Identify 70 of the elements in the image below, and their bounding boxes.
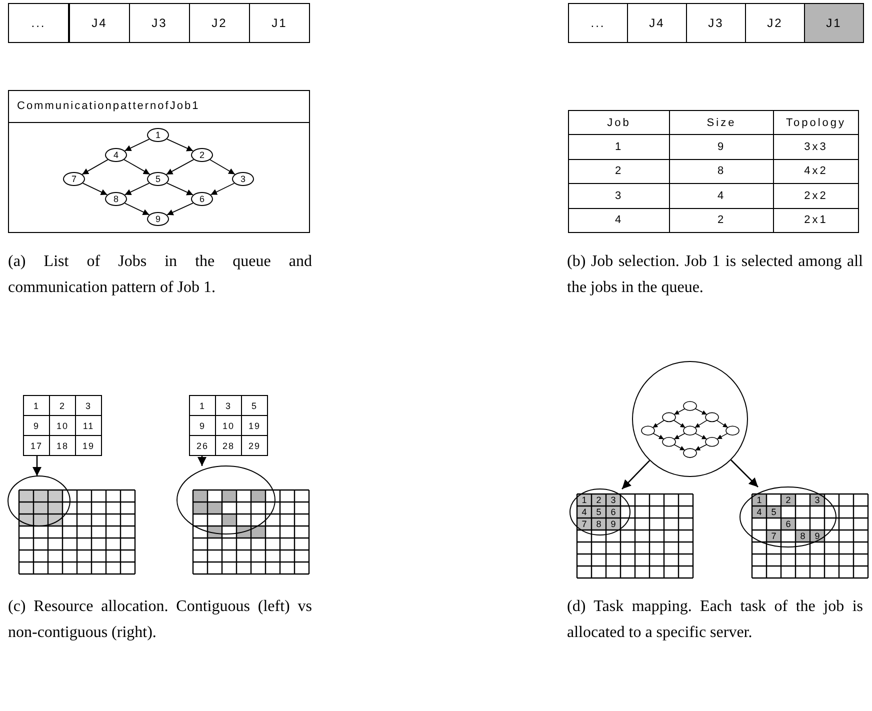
table-cell: 3 — [75, 395, 102, 416]
task-node: 4 — [105, 148, 127, 162]
arrow — [622, 460, 650, 490]
task-number: 3 — [814, 494, 821, 506]
figure-caption: (b) Job selection. Job 1 is selected among all the jobs in the queue. — [567, 252, 863, 298]
table-cell: 29 — [241, 435, 268, 456]
arrow — [730, 460, 758, 488]
arrow — [166, 138, 194, 152]
task-node: 2 — [191, 148, 213, 162]
table-cell: 2x1 — [773, 208, 859, 233]
task-number: 4 — [756, 506, 763, 518]
task-number: 2 — [784, 494, 792, 506]
arrow — [82, 182, 108, 196]
task-number: 2 — [595, 494, 602, 506]
arrow — [210, 182, 235, 196]
queue-cell: J1 — [249, 3, 310, 43]
arrow — [124, 159, 150, 175]
arrow — [166, 159, 194, 175]
task-node: 3 — [232, 172, 254, 186]
arrow — [166, 182, 194, 196]
figure-caption: (d) Task mapping. Each task of the job is allocated to a specific server. — [567, 597, 863, 643]
queue-cell: ... — [8, 3, 69, 43]
task-node: 6 — [191, 192, 213, 206]
queue-cell: J4 — [69, 3, 130, 43]
queue-cell: J2 — [189, 3, 250, 43]
table-cell: 4 — [568, 208, 670, 233]
task-number: 7 — [580, 518, 588, 530]
task-number: 5 — [595, 506, 602, 518]
task-node: 9 — [147, 212, 169, 226]
task-number: 6 — [784, 518, 792, 530]
task-number: 9 — [610, 518, 617, 530]
task-number: 4 — [580, 506, 588, 518]
task-number: 1 — [580, 494, 588, 506]
task-number: 6 — [610, 506, 617, 518]
task-node: 1 — [147, 128, 169, 142]
figure-caption: (a) List of Jobs in the queue and communication pattern of Job 1. — [8, 252, 312, 298]
task-node: 8 — [105, 192, 127, 206]
task-node: 5 — [147, 172, 169, 186]
task-number: 9 — [814, 530, 821, 542]
task-node: 7 — [63, 172, 85, 186]
task-number: 7 — [770, 530, 778, 542]
table-cell: 1 — [189, 395, 216, 416]
figure-caption: (c) Resource allocation. Contiguous (left) vs non-contiguous (right). — [8, 597, 312, 643]
arrow — [124, 182, 150, 196]
table-cell: 26 — [189, 435, 216, 456]
table-cell: 1 — [23, 395, 50, 416]
queue-cell: J3 — [129, 3, 190, 43]
table-cell: 5 — [241, 395, 268, 416]
task-number: 3 — [610, 494, 617, 506]
arrow — [210, 159, 236, 175]
queue-cell: J4 — [627, 3, 687, 43]
pattern-box — [8, 90, 310, 233]
arrow — [32, 455, 42, 476]
queue-cell: J3 — [686, 3, 746, 43]
task-number: 1 — [756, 494, 763, 506]
arrow — [124, 138, 150, 152]
arrow — [166, 202, 194, 216]
arrow — [82, 159, 108, 175]
task-number: 5 — [770, 506, 778, 518]
arrow — [124, 202, 150, 216]
table-cell: 17 — [23, 435, 50, 456]
table-cell: 19 — [75, 435, 102, 456]
table-cell: Topology — [773, 110, 859, 136]
task-number: 8 — [799, 530, 806, 542]
queue-cell: ... — [568, 3, 628, 43]
arrow — [197, 455, 207, 466]
task-number: 8 — [595, 518, 602, 530]
table-cell: Job — [568, 110, 670, 136]
box-title: CommunicationpatternofJob1 — [9, 91, 309, 123]
queue-cell: J1 — [804, 3, 864, 43]
